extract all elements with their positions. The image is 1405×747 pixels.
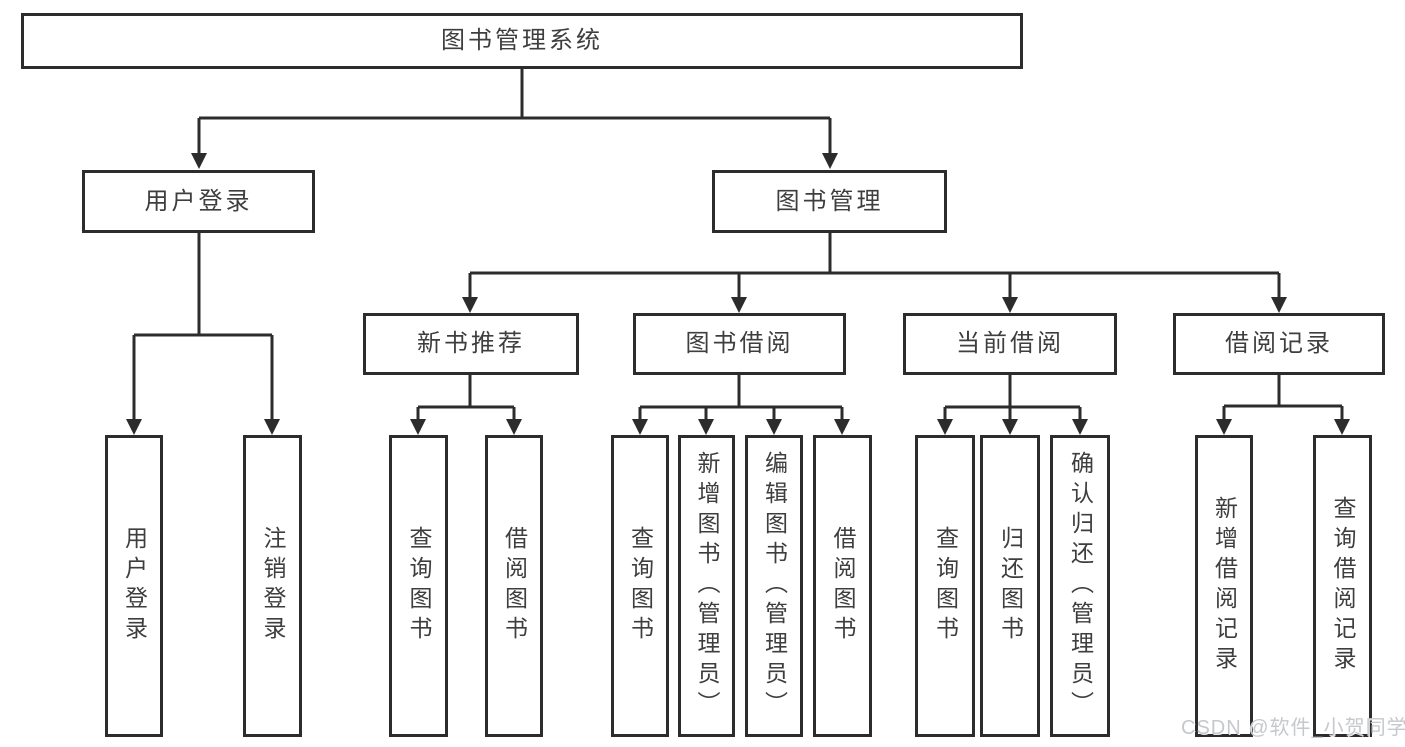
node-label: 借阅记录 bbox=[1225, 330, 1333, 357]
arrowhead bbox=[937, 419, 953, 435]
arrowhead bbox=[1216, 419, 1232, 435]
leaf-borrow-books-recommend: 借阅图书 bbox=[485, 435, 543, 737]
arrowhead bbox=[698, 419, 714, 435]
node-label: 用户登录 bbox=[144, 187, 253, 215]
arrowhead bbox=[1002, 297, 1018, 313]
leaf-logout: 注销登录 bbox=[243, 435, 302, 737]
arrowhead bbox=[731, 297, 747, 313]
node-label: 确认归还（管理员） bbox=[1067, 451, 1094, 721]
arrowhead bbox=[126, 419, 142, 435]
node-book-borrowing: 图书借阅 bbox=[633, 313, 846, 375]
leaf-query-books-borrow: 查询图书 bbox=[611, 435, 669, 737]
node-label: 借阅图书 bbox=[501, 526, 528, 646]
leaf-query-borrow-record: 查询借阅记录 bbox=[1313, 435, 1372, 737]
node-user-login: 用户登录 bbox=[82, 170, 315, 233]
arrowhead bbox=[1271, 297, 1287, 313]
leaf-user-login: 用户登录 bbox=[105, 435, 163, 737]
node-label: 借阅图书 bbox=[830, 526, 856, 646]
leaf-query-books-current: 查询图书 bbox=[915, 435, 975, 737]
node-current-borrowing: 当前借阅 bbox=[903, 313, 1117, 375]
leaf-edit-books-admin: 编辑图书（管理员） bbox=[745, 435, 803, 737]
arrowhead bbox=[462, 297, 478, 313]
arrowhead bbox=[1334, 419, 1350, 435]
node-label: 图书借阅 bbox=[685, 330, 794, 357]
arrowhead bbox=[822, 153, 838, 169]
arrowhead bbox=[632, 419, 648, 435]
arrowhead bbox=[191, 153, 207, 169]
node-label: 注销登录 bbox=[260, 526, 286, 646]
node-label: 用户登录 bbox=[121, 526, 148, 646]
arrowhead bbox=[410, 419, 426, 435]
leaf-query-books-recommend: 查询图书 bbox=[389, 435, 448, 737]
node-label: 图书管理 bbox=[775, 187, 884, 215]
arrowhead bbox=[766, 419, 782, 435]
arrowhead bbox=[834, 419, 850, 435]
node-label: 当前借阅 bbox=[956, 330, 1064, 357]
node-library-system: 图书管理系统 bbox=[21, 13, 1023, 69]
arrowhead bbox=[506, 419, 522, 435]
connector-path bbox=[132, 68, 1344, 419]
leaf-add-books-admin: 新增图书（管理员） bbox=[678, 435, 735, 737]
node-borrowing-records: 借阅记录 bbox=[1173, 313, 1385, 375]
node-label: 查询图书 bbox=[627, 526, 654, 646]
arrowhead bbox=[264, 419, 280, 435]
arrowheads bbox=[126, 153, 1350, 435]
node-label: 查询图书 bbox=[932, 526, 959, 646]
arrowhead bbox=[1072, 419, 1088, 435]
arrowhead bbox=[1002, 419, 1018, 435]
node-label: 图书管理系统 bbox=[441, 27, 603, 54]
node-label: 查询图书 bbox=[406, 526, 432, 646]
node-label: 新增图书（管理员） bbox=[694, 451, 720, 721]
csdn-watermark: CSDN @软件_小贺同学 bbox=[1181, 717, 1405, 739]
node-label: 新书推荐 bbox=[417, 330, 525, 357]
node-label: 归还图书 bbox=[997, 526, 1024, 646]
leaf-add-borrow-record: 新增借阅记录 bbox=[1195, 435, 1253, 737]
node-label: 新增借阅记录 bbox=[1211, 496, 1238, 676]
leaf-borrow-books: 借阅图书 bbox=[813, 435, 872, 737]
node-book-management: 图书管理 bbox=[712, 170, 947, 233]
node-label: 查询借阅记录 bbox=[1330, 496, 1356, 676]
node-label: 编辑图书（管理员） bbox=[761, 451, 788, 721]
leaf-return-books: 归还图书 bbox=[980, 435, 1040, 737]
leaf-confirm-return-admin: 确认归还（管理员） bbox=[1050, 435, 1110, 737]
node-new-book-recommendation: 新书推荐 bbox=[363, 313, 579, 375]
